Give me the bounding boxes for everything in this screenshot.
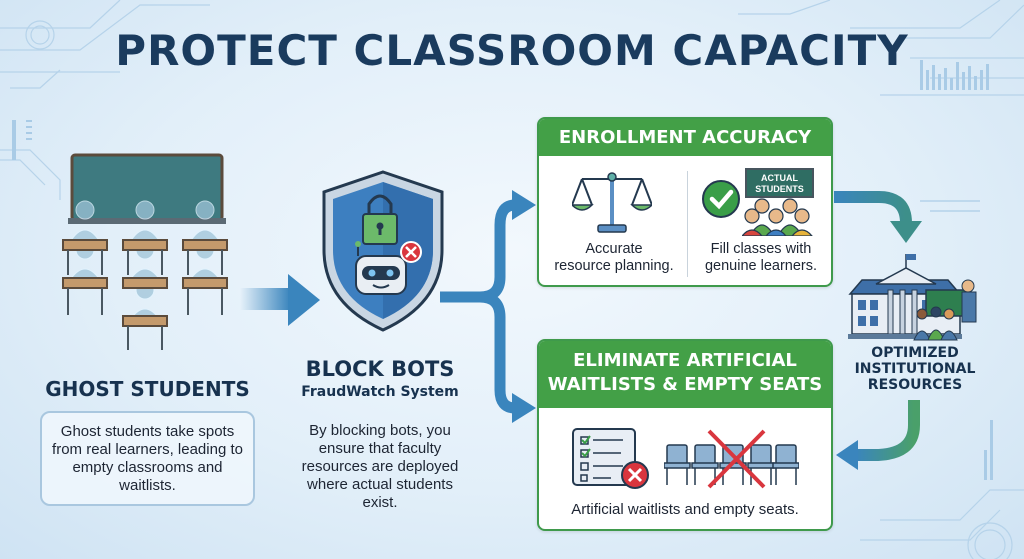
- students-group-icon: [742, 198, 813, 236]
- heading-line2: WAITLISTS & EMPTY SEATS: [547, 374, 823, 395]
- card-divider: [687, 171, 688, 277]
- crossed-out-chairs-icon: [664, 429, 799, 489]
- heading-line1: ELIMINATE ARTIFICIAL: [573, 350, 797, 371]
- page-title: PROTECT CLASSROOM CAPACITY: [115, 26, 909, 75]
- enrollment-accuracy-card: ENROLLMENT ACCURACY Accurate resource pl…: [537, 117, 833, 287]
- arrow-down-curve-icon: [834, 191, 922, 243]
- block-bots-heading: BLOCK BOTS: [305, 357, 455, 381]
- branching-arrows-icon: [440, 190, 536, 423]
- arrow-return-curve-icon: [836, 400, 920, 470]
- outcome-line1: OPTIMIZED: [871, 345, 959, 361]
- checkmark-circle-icon: [702, 180, 740, 218]
- outcome-line2: INSTITUTIONAL: [854, 361, 976, 377]
- block-bots-subheading: FraudWatch System: [301, 384, 459, 400]
- actual-students-board: ACTUAL STUDENTS: [745, 168, 814, 198]
- eliminate-waitlists-card: ELIMINATE ARTIFICIAL WAITLISTS & EMPTY S…: [537, 339, 833, 531]
- students-caption-line1: Fill classes with: [710, 241, 812, 257]
- checklist-x-icon: [572, 428, 649, 489]
- students-caption-line2: genuine learners.: [704, 258, 818, 274]
- ghost-students-description: Ghost students take spots from real lear…: [52, 422, 243, 494]
- arrow-right-icon: [240, 274, 320, 326]
- board-line2: STUDENTS: [755, 184, 804, 194]
- ghost-students-description-box: Ghost students take spots from real lear…: [40, 411, 255, 506]
- outcome-line3: RESOURCES: [867, 377, 963, 393]
- enrollment-accuracy-heading: ENROLLMENT ACCURACY: [539, 119, 831, 156]
- eliminate-waitlists-heading: ELIMINATE ARTIFICIAL WAITLISTS & EMPTY S…: [539, 341, 831, 408]
- ghost-classroom-icon: [62, 153, 228, 350]
- eliminate-waitlists-caption: Artificial waitlists and empty seats.: [571, 501, 799, 518]
- board-line1: ACTUAL: [761, 173, 798, 183]
- scales-caption-line1: Accurate: [585, 241, 643, 257]
- scales-caption-line2: resource planning.: [554, 258, 674, 274]
- ghost-students-heading: GHOST STUDENTS: [45, 377, 250, 401]
- block-bots-description: By blocking bots, you ensure that facult…: [301, 422, 459, 511]
- scales-icon: [572, 172, 652, 233]
- institution-teacher-icon: [848, 254, 977, 341]
- outcome-label: OPTIMIZED INSTITUTIONAL RESOURCES: [840, 345, 990, 393]
- shield-lock-robot-icon: [322, 170, 444, 332]
